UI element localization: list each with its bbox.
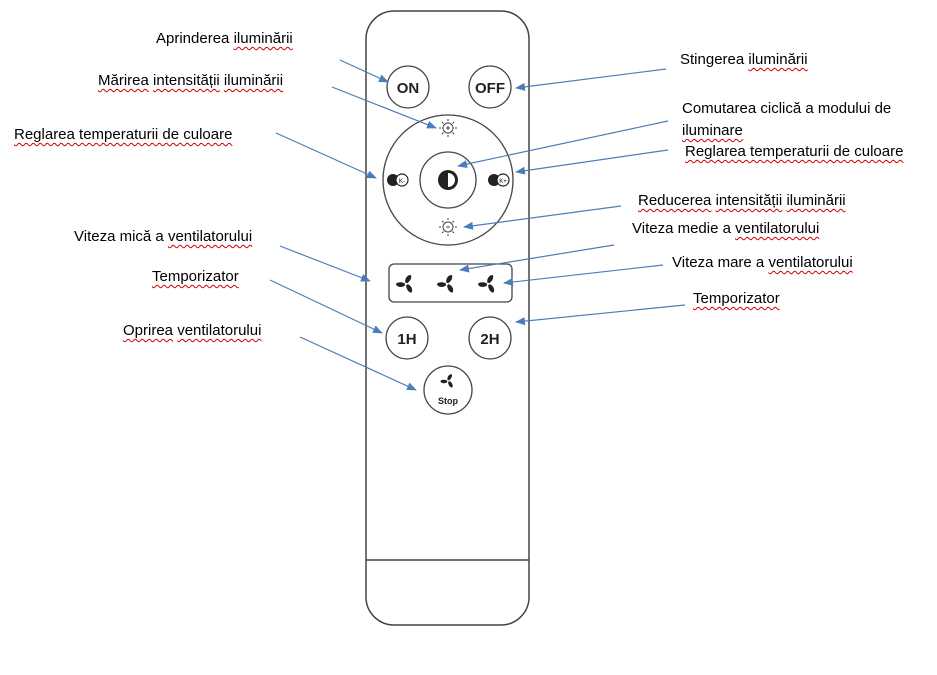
- fan-high-icon[interactable]: [477, 275, 496, 293]
- label-aprinderea: Aprinderea iluminării: [156, 30, 293, 47]
- arrow-temporizator-right: [515, 304, 686, 326]
- arrow-oprirea: [299, 336, 417, 391]
- label-viteza-mica: Viteza mică a ventilatorului: [74, 228, 253, 245]
- mode-icon: [438, 170, 458, 190]
- label-oprirea: Oprirea ventilatorului: [123, 322, 262, 339]
- timer-1h-button[interactable]: 1H: [385, 316, 429, 360]
- timer-2h-button[interactable]: 2H: [468, 316, 512, 360]
- label-temporizator-left: Temporizator: [152, 268, 239, 285]
- arrow-reducerea: [463, 205, 622, 230]
- annotation-arrows: [269, 59, 686, 391]
- label-reglarea-left: Reglarea temperaturii de culoare: [14, 126, 233, 143]
- arrow-stingerea: [515, 68, 667, 91]
- label-temporizator-right: Temporizator: [693, 290, 780, 307]
- arrow-reglarea-left: [275, 132, 377, 179]
- arrow-aprinderea: [339, 59, 389, 83]
- off-button[interactable]: OFF: [468, 65, 512, 109]
- arrow-viteza-medie: [459, 244, 615, 273]
- fan-medium-icon[interactable]: [436, 275, 455, 293]
- label-reducerea: Reducerea intensității iluminării: [638, 192, 846, 209]
- label-stingerea: Stingerea iluminării: [680, 51, 808, 68]
- arrow-temporizator-left: [269, 279, 383, 334]
- fan-low-icon[interactable]: [395, 275, 414, 293]
- svg-text:1H: 1H: [397, 331, 416, 348]
- arrow-viteza-mica: [279, 245, 371, 282]
- svg-text:K+: K+: [499, 179, 507, 185]
- fan-stop-icon: [440, 374, 453, 388]
- svg-text:OFF: OFF: [475, 80, 505, 97]
- brightness-down-icon[interactable]: [439, 218, 457, 236]
- svg-text:2H: 2H: [480, 331, 499, 348]
- arrow-comutarea: [457, 120, 669, 169]
- label-marirea: Mărirea intensității iluminării: [98, 72, 284, 89]
- label-viteza-medie: Viteza medie a ventilatorului: [632, 220, 820, 237]
- svg-text:Stop: Stop: [438, 396, 458, 406]
- label-viteza-mare: Viteza mare a ventilatorului: [672, 254, 853, 271]
- fan-stop-button[interactable]: Stop: [423, 365, 473, 415]
- arrow-viteza-mare: [503, 264, 664, 286]
- svg-text:K-: K-: [399, 179, 405, 185]
- remote-body: [365, 10, 530, 626]
- svg-text:ON: ON: [397, 80, 420, 97]
- label-comutarea-l2: iluminare: [682, 122, 743, 139]
- color-temp-warm-icon[interactable]: K-: [387, 173, 409, 187]
- color-temp-cool-icon[interactable]: K+: [488, 173, 510, 187]
- label-reglarea-right: Reglarea temperaturii de culoare: [685, 143, 904, 160]
- brightness-up-icon[interactable]: [439, 119, 457, 137]
- on-button[interactable]: ON: [386, 65, 430, 109]
- arrow-marirea: [331, 86, 437, 129]
- label-comutarea-l1: Comutarea ciclică a modului de: [682, 100, 892, 117]
- arrow-reglarea-right: [515, 149, 669, 175]
